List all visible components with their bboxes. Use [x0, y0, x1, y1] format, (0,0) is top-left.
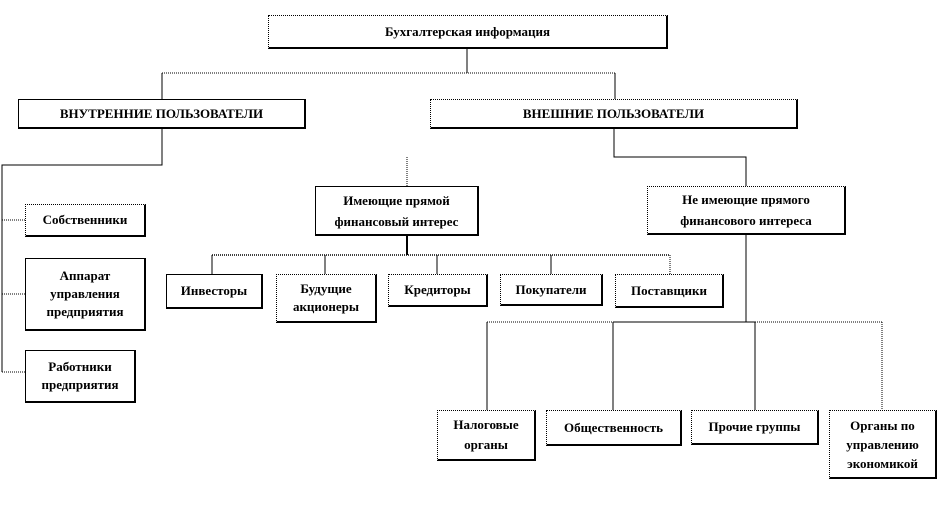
- direct-item-suppliers: Поставщики: [615, 274, 724, 308]
- indirect-item-economy-bodies: Органы по управлению экономикой: [829, 410, 937, 479]
- root-node: Бухгалтерская информация: [268, 15, 668, 49]
- direct-item-future-shareholders: Будущие акционеры: [276, 274, 377, 323]
- internal-item-owners: Собственники: [25, 204, 146, 237]
- indirect-interest-node: Не имеющие прямого финансового интереса: [647, 186, 846, 235]
- internal-users-node: ВНУТРЕННИЕ ПОЛЬЗОВАТЕЛИ: [18, 99, 306, 129]
- indirect-item-public: Общественность: [546, 410, 682, 446]
- indirect-item-tax: Налоговые органы: [437, 410, 536, 461]
- direct-item-buyers: Покупатели: [500, 274, 603, 306]
- internal-item-employees: Работники предприятия: [25, 350, 136, 403]
- direct-interest-node: Имеющие прямой финансовый интерес: [315, 186, 479, 236]
- indirect-item-other: Прочие группы: [691, 410, 819, 445]
- direct-item-investors: Инвесторы: [166, 274, 263, 309]
- direct-item-creditors: Кредиторы: [388, 274, 488, 307]
- external-users-node: ВНЕШНИЕ ПОЛЬЗОВАТЕЛИ: [430, 99, 798, 129]
- internal-item-management: Аппарат управления предприятия: [25, 258, 146, 331]
